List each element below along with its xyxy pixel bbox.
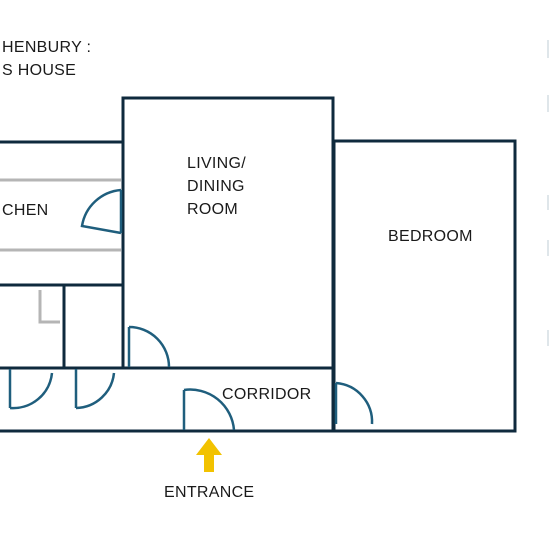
kitchen-label: CHEN [2,202,49,219]
kitchen-counter [0,178,121,252]
bedroom-walls [332,139,517,433]
bedroom-door [334,381,374,425]
living-room-label-line-2: DINING [187,178,245,195]
living-room-label-line-3: ROOM [187,201,238,218]
bathroom-fixture [38,290,60,324]
entrance-label: ENTRANCE [164,484,254,501]
small-room-door-right [74,369,116,410]
plan-title-line-2: S HOUSE [2,62,76,79]
living-room-walls [121,96,335,370]
kitchen-door [80,188,123,235]
bedroom-label: BEDROOM [388,228,473,245]
entrance-door [182,388,236,431]
walls [0,96,517,433]
corridor-label: CORRIDOR [222,386,312,403]
living-room-label-line-1: LIVING/ [187,155,246,172]
entrance-arrow-icon [196,438,222,472]
plan-title-line-1: HENBURY : [2,39,91,56]
living-room-door [127,325,171,368]
small-room-door-left [8,369,54,410]
